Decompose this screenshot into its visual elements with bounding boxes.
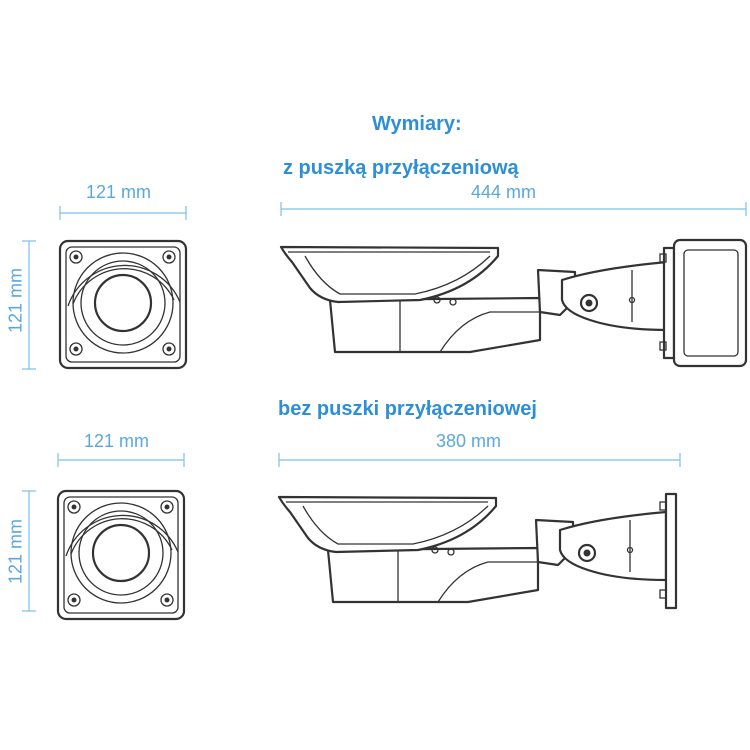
page-title: Wymiary: <box>372 113 462 135</box>
side-view-camera-with-box <box>279 238 748 368</box>
dimension-lines-1 <box>22 202 747 370</box>
dimension-lines-2 <box>22 453 681 612</box>
section-title-without-box: bez puszki przyłączeniowej <box>278 398 537 420</box>
front-view-camera-2 <box>56 489 186 621</box>
front-width-label-2: 121 mm <box>84 431 150 451</box>
front-width-label-1: 121 mm <box>86 182 152 202</box>
side-length-label-1: 444 mm <box>471 182 537 202</box>
front-view-camera-1 <box>58 239 188 370</box>
side-length-label-2: 380 mm <box>436 431 502 451</box>
side-view-camera-without-box <box>277 492 678 610</box>
section-title-with-box: z puszką przyłączeniową <box>283 157 519 179</box>
